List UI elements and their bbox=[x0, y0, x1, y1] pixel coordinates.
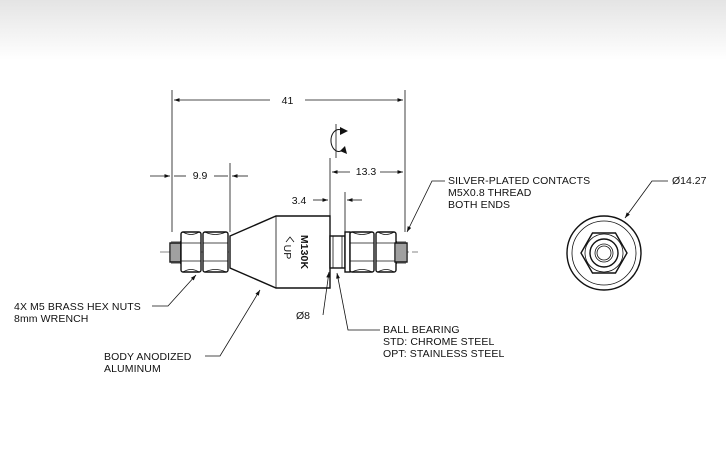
shaft-diameter-dimension: Ø8 bbox=[296, 271, 331, 322]
body-callout: BODY ANODIZED ALUMINUM bbox=[104, 289, 261, 375]
left-hex-nut-outer bbox=[180, 231, 202, 273]
right-hex-nut-inner bbox=[349, 231, 375, 273]
contacts-callout-line-2: M5X0.8 THREAD bbox=[448, 187, 532, 199]
bearing-span-dimension: 13.3 bbox=[332, 166, 403, 178]
anodized-body: M130K UP bbox=[229, 215, 331, 289]
body-callout-line-2: ALUMINUM bbox=[104, 363, 161, 375]
left-hex-nut-inner bbox=[202, 231, 229, 273]
extension-lines bbox=[171, 90, 406, 232]
bearing-callout-line-2: STD: CHROME STEEL bbox=[383, 336, 494, 348]
body-up-marking: UP bbox=[281, 245, 293, 260]
nut-span-dimension: 9.9 bbox=[150, 170, 248, 182]
bearing-callout: BALL BEARING STD: CHROME STEEL OPT: STAI… bbox=[336, 272, 504, 360]
contacts-callout-line-1: SILVER-PLATED CONTACTS bbox=[448, 175, 590, 187]
end-view-diameter-dimension: Ø14.27 bbox=[624, 175, 707, 219]
body-model-marking: M130K bbox=[298, 235, 310, 270]
bearing-offset-label: 3.4 bbox=[292, 195, 307, 207]
right-hex-nut-outer bbox=[375, 231, 397, 273]
bearing-offset-dimension: 3.4 bbox=[292, 195, 362, 207]
bearing-callout-line-3: OPT: STAINLESS STEEL bbox=[383, 348, 504, 360]
ball-bearing bbox=[329, 231, 351, 273]
body-callout-line-1: BODY ANODIZED bbox=[104, 351, 192, 363]
end-view bbox=[566, 215, 642, 291]
end-view-diameter-label: Ø14.27 bbox=[672, 175, 707, 187]
rotation-arrow-icon bbox=[330, 124, 348, 158]
nut-span-label: 9.9 bbox=[193, 170, 208, 182]
hex-nuts-callout: 4X M5 BRASS HEX NUTS 8mm WRENCH bbox=[14, 274, 197, 325]
bearing-span-label: 13.3 bbox=[356, 166, 377, 178]
right-threaded-stud bbox=[394, 241, 408, 264]
overall-length-dimension: 41 bbox=[174, 95, 403, 107]
hex-nuts-callout-line-1: 4X M5 BRASS HEX NUTS bbox=[14, 301, 141, 313]
overall-length-label: 41 bbox=[282, 95, 294, 107]
left-threaded-stud bbox=[169, 241, 183, 264]
contacts-callout: SILVER-PLATED CONTACTS M5X0.8 THREAD BOT… bbox=[406, 175, 590, 233]
shaft-diameter-label: Ø8 bbox=[296, 310, 310, 322]
bearing-callout-line-1: BALL BEARING bbox=[383, 324, 460, 336]
up-arrow-icon bbox=[285, 236, 295, 243]
hex-nuts-callout-line-2: 8mm WRENCH bbox=[14, 313, 89, 325]
contacts-callout-line-3: BOTH ENDS bbox=[448, 199, 510, 211]
